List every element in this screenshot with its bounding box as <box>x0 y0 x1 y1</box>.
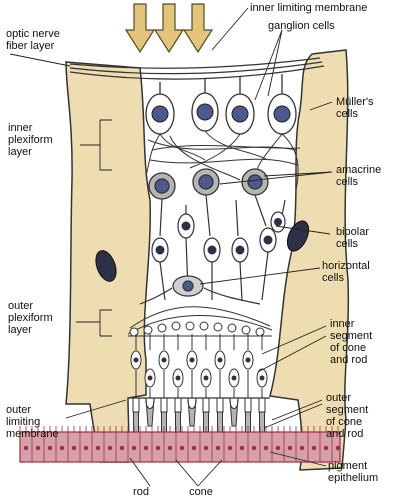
label-ganglion-cells: ganglion cells <box>268 20 335 32</box>
muller-cell-right <box>269 49 350 471</box>
ganglion-cells <box>145 74 297 135</box>
optic-nerve-fibers <box>69 57 325 80</box>
rod-cell <box>214 334 226 435</box>
amacrine-cells <box>148 168 269 200</box>
synapse-pedicles <box>129 321 265 337</box>
cone-cell <box>186 334 198 427</box>
cone-cell <box>228 334 240 427</box>
rod-cell <box>130 334 142 435</box>
photoreceptors <box>130 334 268 435</box>
label-outer-limiting-membrane: outer limiting membrane <box>6 404 59 440</box>
label-horizontal-cells: horizontal cells <box>322 260 370 284</box>
pigment-epithelium <box>19 426 341 463</box>
label-outer-plexiform-layer: outer plexiform layer <box>8 300 53 336</box>
rod-cell <box>158 334 170 435</box>
bipolar-cells <box>151 194 286 301</box>
label-pigment-epithelium: pigment epithelium <box>328 460 379 484</box>
label-cone: cone <box>189 486 213 498</box>
light-arrow-icon <box>153 3 185 54</box>
light-arrow-icon <box>182 3 214 54</box>
cone-cell <box>144 334 156 427</box>
label-inner-limiting-membrane: inner limiting membrane <box>250 2 368 14</box>
light-arrows <box>124 3 214 54</box>
label-muller-cells: Müller's cells <box>336 96 374 120</box>
label-inner-segment: inner segment of cone and rod <box>330 318 373 366</box>
bipolar-nuclei <box>155 218 282 255</box>
horizontal-cell <box>139 275 261 305</box>
label-inner-plexiform-layer: inner plexiform layer <box>8 122 53 158</box>
rod-cell <box>256 334 268 435</box>
light-arrow-icon <box>124 3 156 54</box>
rod-cell <box>200 334 212 435</box>
label-rod: rod <box>133 486 149 498</box>
label-outer-segment: outer segment of cone and rod <box>326 392 369 440</box>
ganglion-nuclei <box>151 103 291 123</box>
rod-cell <box>242 334 254 435</box>
label-bipolar-cells: bipolar cells <box>336 226 370 250</box>
leader-lines <box>9 7 333 487</box>
label-amacrine-cells: amacrine cells <box>336 164 382 188</box>
label-optic-nerve-fiber-layer: optic nerve fiber layer <box>6 28 60 52</box>
rod-cell <box>172 334 184 435</box>
